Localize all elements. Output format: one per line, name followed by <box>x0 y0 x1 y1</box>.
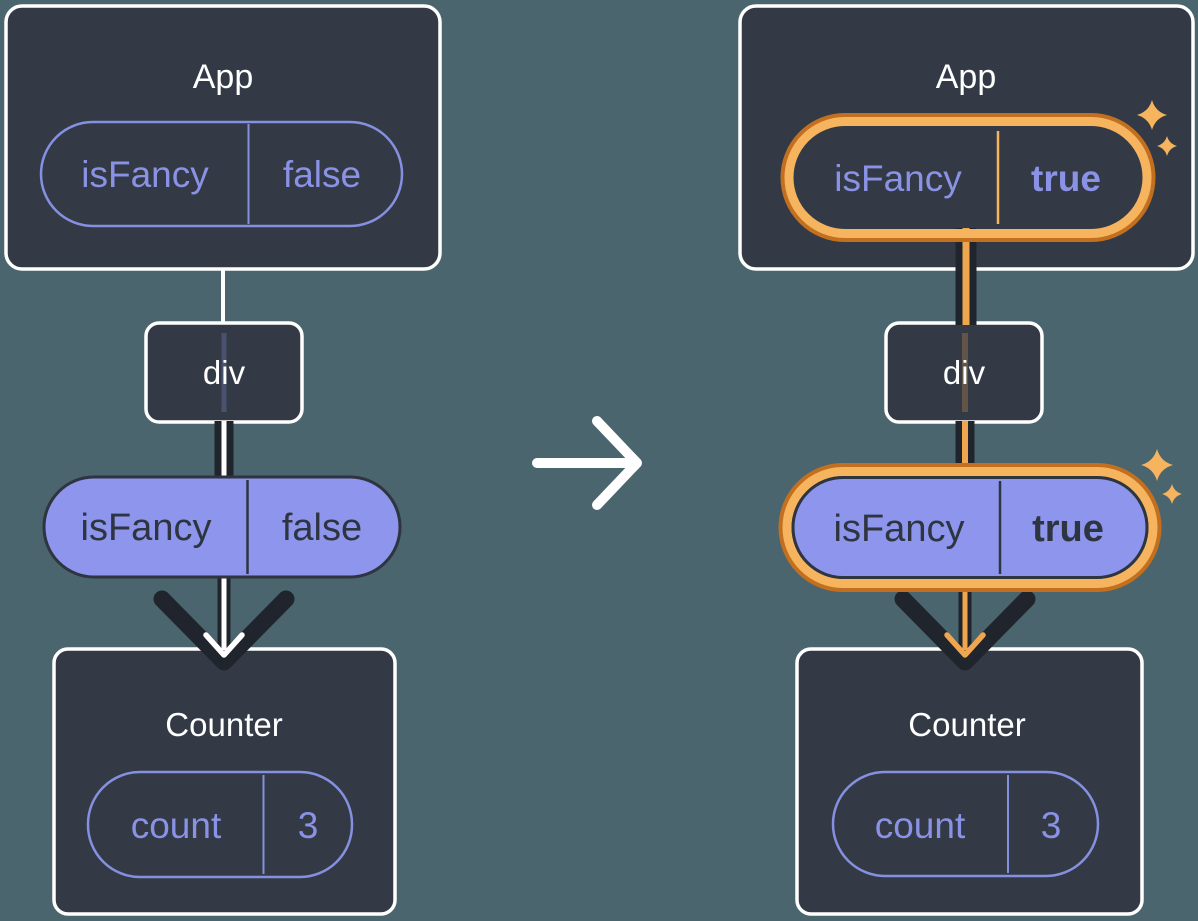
prop-to-counter-band <box>153 577 295 671</box>
state-name-label: isFancy <box>834 158 962 199</box>
app-title: App <box>936 58 997 96</box>
app-title: App <box>193 58 254 96</box>
prop-value-label: true <box>1032 508 1104 550</box>
highlight-ring-inner <box>782 467 1158 588</box>
state-name-label: count <box>131 805 222 846</box>
arrowhead-dark <box>894 590 1036 671</box>
div-label: div <box>943 354 986 391</box>
state-value-label: true <box>1031 158 1101 199</box>
arrowhead-dark <box>153 590 295 671</box>
prop-to-counter-band <box>894 577 1036 671</box>
after-tree: App Counter div isFancy true <box>738 4 1195 916</box>
arrow-right-icon <box>532 416 642 510</box>
prop-name-label: isFancy <box>81 507 212 549</box>
arrowhead-core <box>203 632 245 658</box>
counter-state-pill: count 3 <box>831 770 1100 878</box>
app-state-pill: isFancy false <box>39 120 404 228</box>
sparkles-icon <box>1137 100 1177 156</box>
passed-prop-pill: isFancy false <box>42 475 402 579</box>
counter-title: Counter <box>165 706 282 743</box>
state-name-label: isFancy <box>81 154 209 195</box>
passed-prop-pill-highlighted: isFancy true <box>778 449 1182 592</box>
state-name-label: count <box>875 805 966 846</box>
state-value-label: false <box>283 154 361 195</box>
prop-value-label: false <box>282 507 362 549</box>
before-tree: App div Counter isFancy false <box>4 4 442 916</box>
highlight-ring-outer <box>780 113 1156 242</box>
prop-name-label: isFancy <box>834 508 965 550</box>
counter-title: Counter <box>908 706 1025 743</box>
app-state-pill-highlighted: isFancy true <box>780 100 1177 242</box>
sparkles-icon <box>1141 449 1182 504</box>
highlight-ring-inner <box>784 117 1152 238</box>
state-value-label: 3 <box>1041 805 1062 846</box>
arrowhead-core <box>944 632 986 658</box>
highlight-ring-outer <box>778 463 1162 592</box>
state-value-label: 3 <box>298 805 319 846</box>
div-label: div <box>203 354 246 391</box>
counter-state-pill: count 3 <box>86 770 354 879</box>
